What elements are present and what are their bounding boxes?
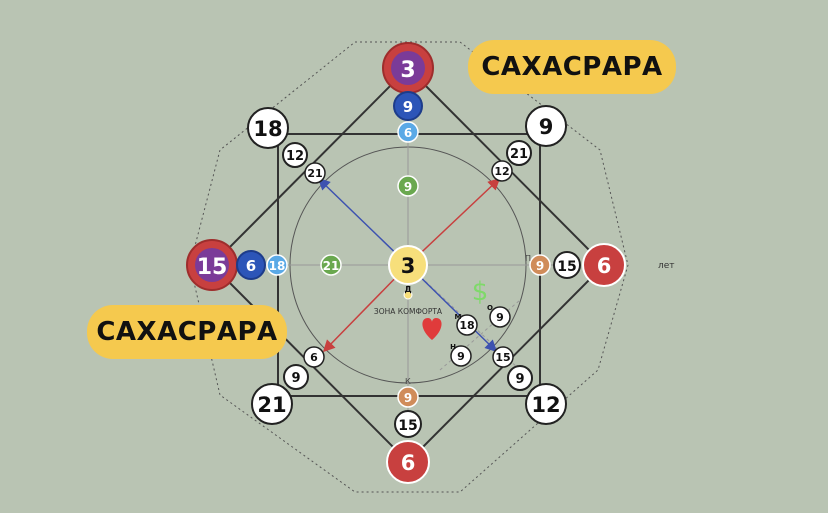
svg-text:9: 9 — [291, 371, 300, 386]
node-tr-mid: 21 — [506, 140, 532, 166]
svg-text:6: 6 — [310, 351, 318, 364]
node-bl-outer: 21 — [251, 383, 293, 425]
svg-text:15: 15 — [197, 255, 228, 280]
node-top-outer: 3 — [382, 42, 434, 94]
node-br-inner: 15 — [492, 346, 514, 368]
node-left-outer: 15 — [186, 239, 238, 291]
svg-text:12: 12 — [286, 149, 304, 164]
arrow-blue-se — [407, 264, 498, 353]
svg-text:9: 9 — [404, 180, 412, 194]
node-left-mid: 6 — [236, 250, 266, 280]
svg-text:9: 9 — [536, 259, 544, 273]
svg-text:12: 12 — [531, 393, 560, 417]
svg-text:15: 15 — [398, 418, 417, 434]
arrow-red-ne — [407, 177, 501, 266]
years-label: лет — [658, 261, 675, 271]
label-k: К — [405, 377, 411, 386]
svg-text:9: 9 — [457, 350, 465, 363]
node-bottom-outer: 6 — [386, 440, 430, 484]
node-bl-inner: 6 — [303, 346, 325, 368]
node-br-outer: 12 — [525, 383, 567, 425]
node-bottom-inner: 9 — [397, 386, 419, 408]
node-right-inner: 9 — [529, 254, 551, 276]
svg-text:18: 18 — [459, 319, 474, 332]
callout-left: САХАСРАРА — [87, 305, 287, 359]
svg-text:15: 15 — [557, 259, 576, 275]
node-top-inner: 6 — [397, 121, 419, 143]
comfort-zone-label: ЗОНА КОМФОРТА — [374, 307, 443, 316]
svg-text:Д: Д — [404, 285, 411, 294]
node-money-m: 18 — [456, 314, 478, 336]
label-p: П — [525, 254, 531, 263]
svg-text:9: 9 — [404, 391, 412, 405]
svg-text:18: 18 — [269, 259, 286, 273]
svg-text:15: 15 — [495, 351, 510, 364]
node-right-mid: 15 — [553, 251, 581, 279]
label-n: Н — [450, 343, 456, 351]
node-top-mid: 9 — [393, 91, 423, 121]
node-tl-inner: 21 — [304, 162, 326, 184]
node-bl-mid: 9 — [283, 364, 309, 390]
svg-text:9: 9 — [403, 98, 413, 116]
node-tr-inner: 12 — [491, 160, 513, 182]
node-bottom-mid: 15 — [394, 410, 422, 438]
label-m: М — [455, 313, 462, 321]
node-center-up: 9 — [397, 175, 419, 197]
node-d: Д — [403, 285, 413, 300]
callout-top: САХАСРАРА — [468, 40, 676, 94]
node-tl-outer: 18 — [247, 107, 289, 149]
svg-text:18: 18 — [253, 117, 282, 141]
node-br-mid: 9 — [507, 365, 533, 391]
svg-text:6: 6 — [597, 254, 612, 278]
node-left-inner: 18 — [266, 254, 288, 276]
node-center-left: 21 — [320, 254, 342, 276]
node-right-outer: 6 — [582, 243, 626, 287]
svg-text:3: 3 — [400, 58, 415, 83]
svg-text:6: 6 — [404, 126, 412, 140]
node-tl-mid: 12 — [282, 142, 308, 168]
node-love-n: 9 — [450, 345, 472, 367]
svg-text:3: 3 — [401, 254, 416, 278]
svg-text:6: 6 — [401, 451, 416, 475]
svg-text:21: 21 — [510, 147, 528, 162]
svg-text:6: 6 — [246, 257, 256, 275]
node-tr-outer: 9 — [525, 105, 567, 147]
svg-text:9: 9 — [515, 372, 524, 387]
svg-text:9: 9 — [496, 311, 504, 324]
svg-text:21: 21 — [323, 259, 340, 273]
label-o: О — [487, 304, 493, 312]
heart-icon — [422, 318, 442, 340]
svg-text:21: 21 — [307, 167, 322, 180]
svg-text:21: 21 — [257, 393, 286, 417]
arrow-blue-nw — [317, 177, 409, 266]
node-money-o: 9 — [489, 306, 511, 328]
dollar-sign-icon: $ — [472, 277, 489, 307]
node-center: 3 — [388, 245, 428, 285]
svg-text:9: 9 — [539, 115, 554, 139]
svg-text:12: 12 — [494, 165, 509, 178]
